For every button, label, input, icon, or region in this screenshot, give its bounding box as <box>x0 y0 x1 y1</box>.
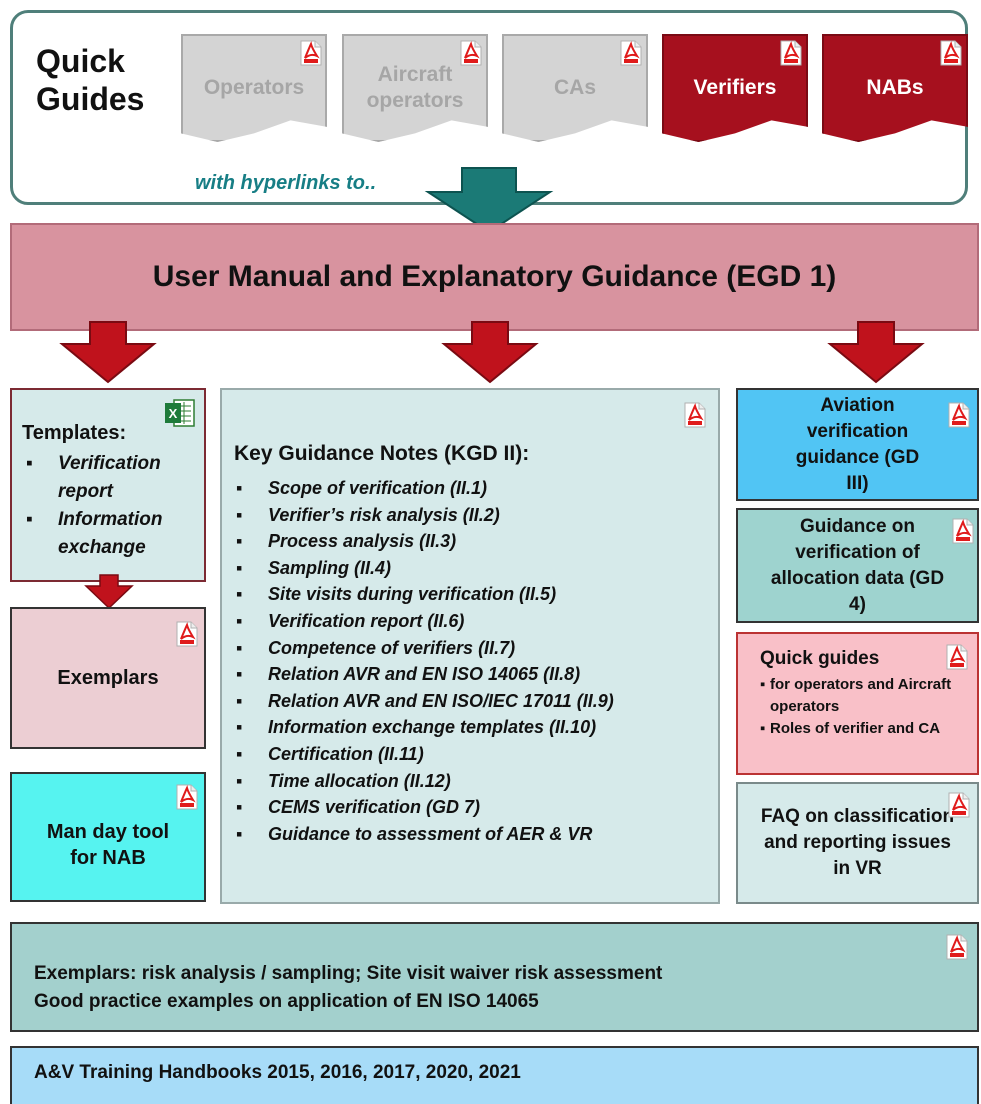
pdf-icon <box>176 784 198 810</box>
man-day-tool-box[interactable]: Man day tool for NAB <box>10 772 206 902</box>
faq-box[interactable]: FAQ on classification and reporting issu… <box>736 782 979 904</box>
quick-guides-box[interactable]: Quick guides for operators and Aircraft … <box>736 632 979 775</box>
pdf-icon <box>948 402 970 428</box>
templates-box[interactable]: Templates: Verification report Informati… <box>10 388 206 582</box>
excel-icon: X <box>165 399 195 427</box>
list-item: Verification report <box>22 450 202 506</box>
list-item[interactable]: Competence of verifiers (II.7) <box>234 635 714 662</box>
training-handbooks-box[interactable]: A&V Training Handbooks 2015, 2016, 2017,… <box>10 1046 979 1104</box>
pdf-icon <box>620 40 642 66</box>
list-item: Information exchange <box>22 506 202 562</box>
pdf-icon <box>952 518 974 544</box>
list-item[interactable]: Time allocation (II.12) <box>234 768 714 795</box>
exemplars-box[interactable]: Exemplars <box>10 607 206 749</box>
arrow-down-icon <box>827 321 925 384</box>
list-item[interactable]: CEMS verification (GD 7) <box>234 794 714 821</box>
quick-guides-box-title: Quick guides <box>760 648 880 669</box>
key-guidance-notes-box[interactable]: Key Guidance Notes (KGD II): Scope of ve… <box>220 388 720 904</box>
list-item[interactable]: Certification (II.11) <box>234 741 714 768</box>
arrow-down-icon <box>59 321 157 384</box>
templates-list: Verification report Information exchange <box>22 450 202 562</box>
pdf-icon <box>946 934 968 960</box>
arrow-down-icon <box>84 574 134 610</box>
pdf-icon <box>946 644 968 670</box>
arrow-down-icon <box>441 321 539 384</box>
list-item[interactable]: Site visits during verification (II.5) <box>234 581 714 608</box>
aviation-guidance-box[interactable]: Aviation verification guidance (GD III) <box>736 388 979 501</box>
svg-text:X: X <box>169 406 178 421</box>
templates-title: Templates: <box>22 422 127 444</box>
list-item[interactable]: Verification report (II.6) <box>234 608 714 635</box>
quick-guides-title: Quick Guides <box>36 43 145 117</box>
quick-guides-list: for operators and Aircraft operators Rol… <box>760 674 960 740</box>
pdf-icon <box>460 40 482 66</box>
pdf-icon <box>684 402 706 428</box>
list-item[interactable]: Verifier’s risk analysis (II.2) <box>234 502 714 529</box>
list-item[interactable]: Relation AVR and EN ISO 14065 (II.8) <box>234 661 714 688</box>
kgd-title: Key Guidance Notes (KGD II): <box>234 442 530 465</box>
list-item[interactable]: Information exchange templates (II.10) <box>234 714 714 741</box>
user-manual-box[interactable]: User Manual and Explanatory Guidance (EG… <box>10 223 979 331</box>
list-item[interactable]: Scope of verification (II.1) <box>234 475 714 502</box>
list-item: for operators and Aircraft operators <box>760 674 960 718</box>
arrow-down-icon <box>424 167 554 234</box>
list-item[interactable]: Sampling (II.4) <box>234 555 714 582</box>
pdf-icon <box>300 40 322 66</box>
pdf-icon <box>948 792 970 818</box>
pdf-icon <box>780 40 802 66</box>
list-item[interactable]: Guidance to assessment of AER & VR <box>234 821 714 848</box>
list-item: Roles of verifier and CA <box>760 718 960 740</box>
kgd-list: Scope of verification (II.1) Verifier’s … <box>234 475 714 847</box>
list-item[interactable]: Relation AVR and EN ISO/IEC 17011 (II.9) <box>234 688 714 715</box>
exemplars-risk-box[interactable]: Exemplars: risk analysis / sampling; Sit… <box>10 922 979 1032</box>
hyperlinks-note: with hyperlinks to.. <box>195 172 377 194</box>
pdf-icon <box>176 621 198 647</box>
list-item[interactable]: Process analysis (II.3) <box>234 528 714 555</box>
pdf-icon <box>940 40 962 66</box>
exemplars-risk-text: Exemplars: risk analysis / sampling; Sit… <box>34 963 663 1012</box>
allocation-data-guidance-box[interactable]: Guidance on verification of allocation d… <box>736 508 979 623</box>
